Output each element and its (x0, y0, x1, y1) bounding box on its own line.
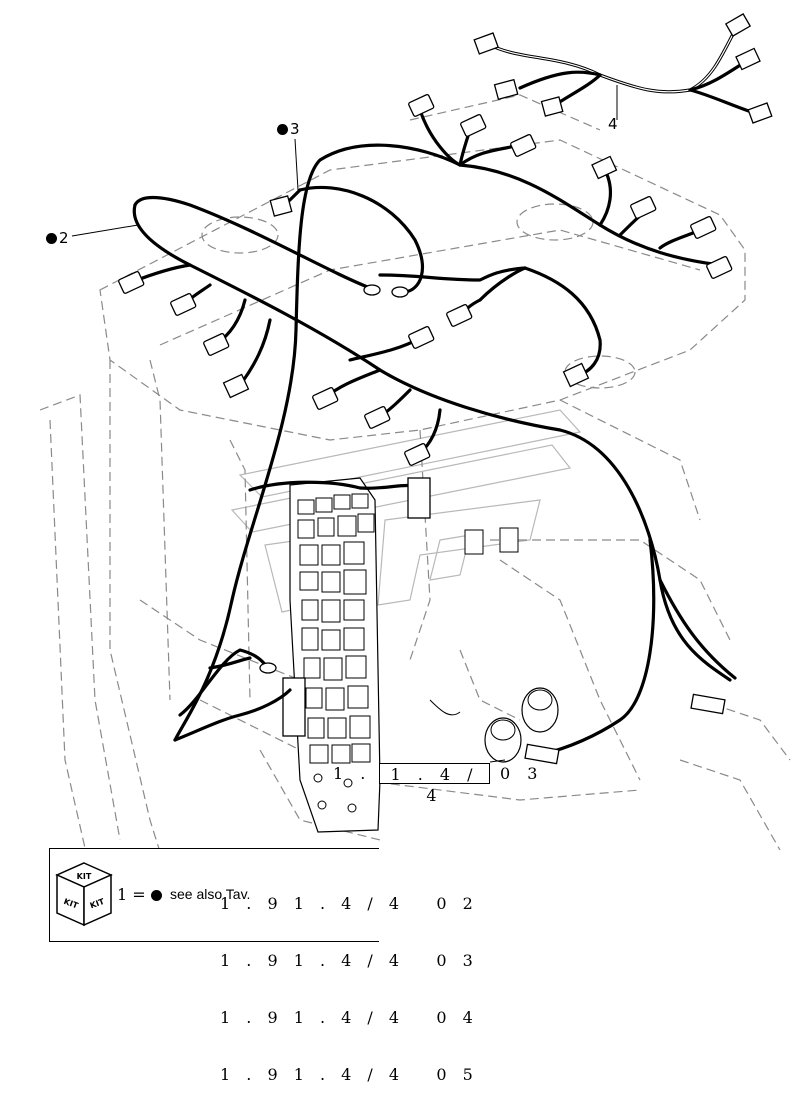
watermark-logo (230, 409, 582, 613)
kit-legend: KIT KIT KIT 1 = see also Tav. (49, 848, 379, 942)
relay-panel (282, 477, 381, 833)
wiring-harness-diagram (39, 13, 791, 901)
leader-2 (71, 224, 139, 237)
reference-link[interactable]: 1 . 4 / 4 (379, 763, 490, 805)
kit-dot-icon (150, 890, 162, 901)
leader-ref (489, 759, 506, 763)
callout-2: 2 (46, 229, 69, 247)
legend-ref-2[interactable]: 1 . 9 1 . 4 / 4 0 3 (220, 951, 479, 970)
round-switches (429, 527, 559, 763)
legend-references: 1 . 9 1 . 4 / 4 0 2 1 . 9 1 . 4 / 4 0 3 … (220, 856, 478, 1103)
leader-3 (294, 138, 299, 191)
kit-box-icon: KIT KIT KIT (55, 862, 113, 927)
legend-ref-4[interactable]: 1 . 9 1 . 4 / 4 0 5 (220, 1065, 479, 1084)
reference-prefix: 1 . 9 (333, 764, 399, 783)
kit-dot-icon (277, 124, 288, 135)
kit-dot-icon (46, 233, 57, 244)
reference-suffix: 0 3 (500, 764, 544, 783)
harness-3 (173, 94, 733, 742)
legend-equation: 1 = (117, 885, 164, 904)
callout-3: 3 (277, 120, 300, 138)
harness-4 (473, 13, 773, 124)
kit-top-label: KIT (77, 872, 92, 881)
legend-ref-3[interactable]: 1 . 9 1 . 4 / 4 0 4 (220, 1008, 479, 1027)
legend-see-also: see also Tav. (170, 886, 251, 902)
legend-ref-1[interactable]: 1 . 9 1 . 4 / 4 0 2 (220, 894, 479, 913)
callout-4: 4 (608, 115, 618, 133)
harness-2 (118, 195, 737, 765)
